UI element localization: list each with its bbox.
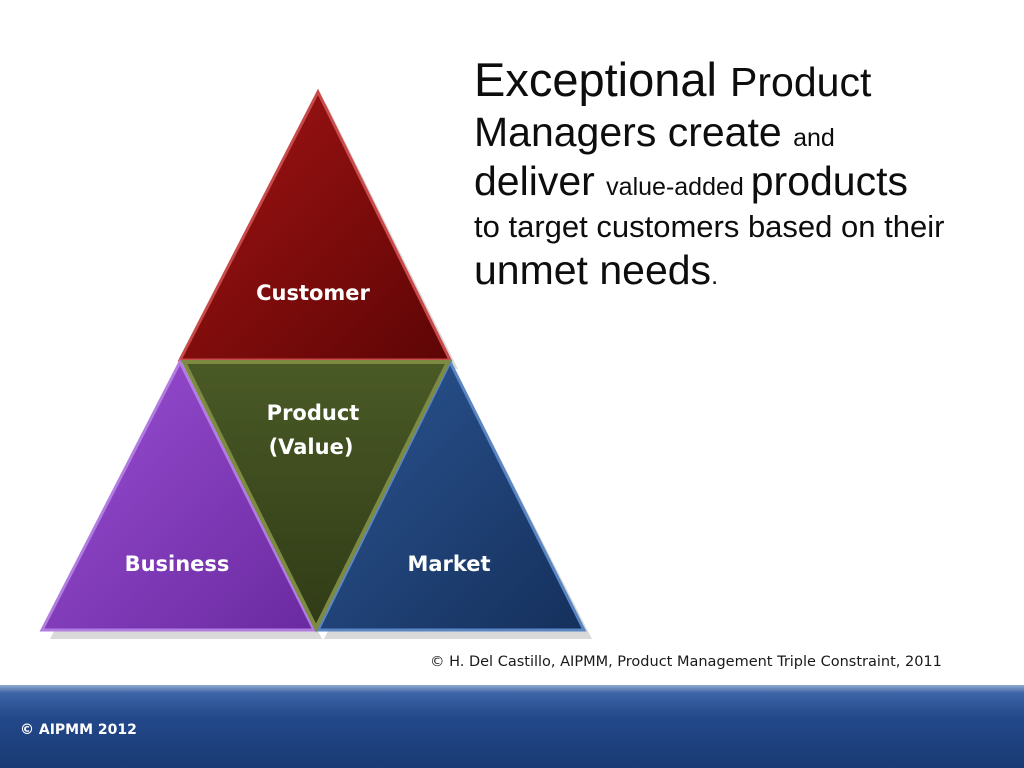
statement-managers-create: Managers create: [474, 109, 794, 155]
statement-word-products: products: [750, 158, 908, 204]
statement-target-customers: to target customers based on their: [474, 209, 945, 244]
triple-constraint-pyramid: Customer Product (Value) Business Market: [39, 88, 592, 639]
customer-label: Customer: [256, 281, 370, 305]
business-triangle: [39, 358, 317, 632]
business-label: Business: [125, 552, 230, 576]
statement-unmet-needs: unmet needs: [474, 247, 712, 293]
statement-word-and: and: [793, 124, 835, 152]
statement-word-deliver: deliver: [474, 158, 607, 204]
citation: © H. Del Castillo, AIPMM, Product Manage…: [430, 654, 942, 670]
product-label-line1: Product: [267, 401, 360, 425]
customer-triangle: [177, 88, 453, 362]
product-manager-statement: Exceptional Product Managers create and …: [474, 56, 1014, 291]
footer-copyright: © AIPMM 2012: [20, 722, 137, 738]
statement-word-product: Product: [730, 59, 872, 105]
statement-period: .: [711, 262, 719, 290]
statement-value-added: value-added: [606, 173, 751, 201]
footer-bar: [0, 685, 1024, 768]
product-triangle: [180, 360, 452, 633]
market-label: Market: [407, 552, 490, 576]
product-label-line2: (Value): [269, 435, 354, 459]
statement-word-exceptional: Exceptional: [474, 53, 731, 106]
market-triangle: [315, 358, 587, 632]
